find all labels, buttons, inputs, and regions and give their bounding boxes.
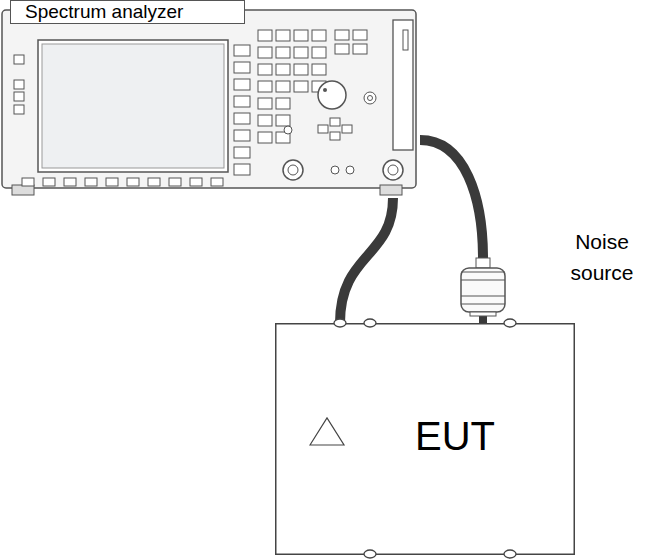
node-label: Spectrum analyzer <box>10 0 245 24</box>
noise-source: Noise source <box>455 258 511 316</box>
eut-box: EUT <box>275 323 575 555</box>
spectrum-analyzer-drawing <box>0 0 420 198</box>
noise-source-drawing <box>455 258 511 316</box>
spectrum-analyzer: Spectrum analyzer <box>0 0 420 198</box>
coax-cable <box>340 198 393 323</box>
coax-cable <box>420 140 483 258</box>
coax-cable <box>479 316 487 323</box>
node-label: Noise source <box>565 226 639 288</box>
node-label: EUT <box>415 413 495 459</box>
